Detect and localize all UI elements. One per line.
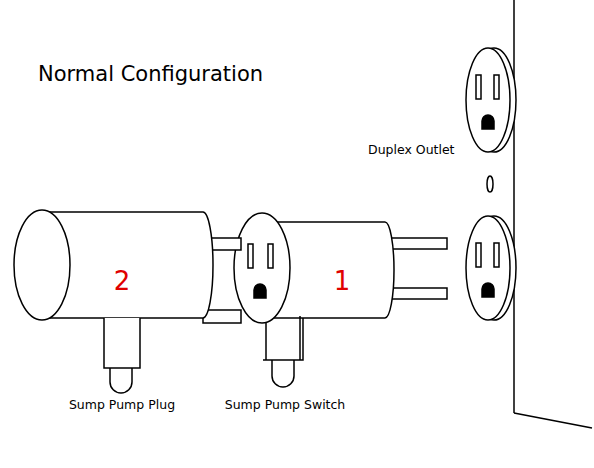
part-label: Sump Pump Switch (225, 398, 346, 412)
wall-edge (513, 0, 515, 413)
part-label: Duplex Outlet (368, 143, 455, 157)
outlet-screw (487, 176, 493, 192)
diagram-title: Normal Configuration (38, 62, 263, 86)
callout-number: 1 (334, 267, 351, 297)
wall-floor (514, 413, 592, 428)
callout-number: 2 (114, 267, 131, 297)
lower-outlet (466, 216, 516, 320)
upper-outlet (466, 48, 516, 152)
pump-switch (234, 213, 447, 387)
part-label: Sump Pump Plug (69, 398, 175, 412)
pump-plug (14, 210, 241, 393)
